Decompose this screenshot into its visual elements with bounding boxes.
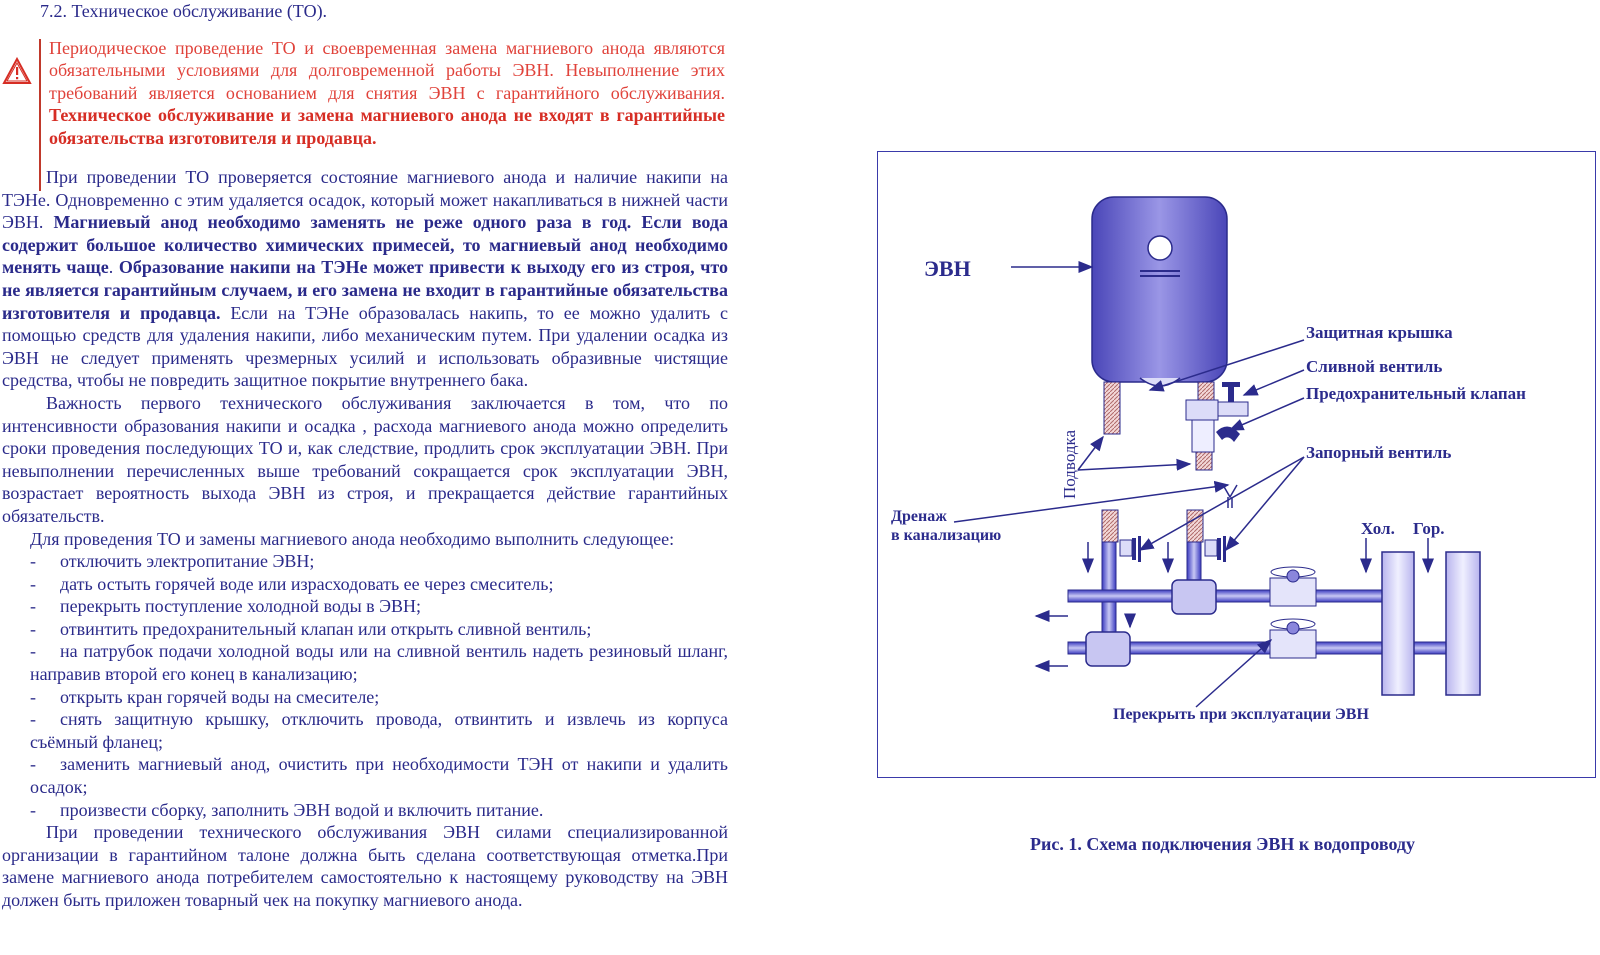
supply-hatch-left	[1101, 509, 1119, 543]
list-item: -снять защитную крышку, отключить провод…	[2, 708, 728, 753]
drain-funnel-neck	[1227, 497, 1233, 508]
step-text: дать остыть горячей воде или израсходова…	[60, 573, 554, 594]
figure-caption: Рис. 1. Схема подключения ЭВН к водопров…	[1030, 834, 1416, 854]
dash: -	[30, 641, 36, 662]
shutoff-valve-right	[1204, 536, 1226, 562]
hot-outlet-nozzle	[1197, 381, 1215, 403]
label-cold: Хол.	[1361, 519, 1395, 538]
dash: -	[30, 551, 36, 572]
text-column: 7.2. Техническое обслуживание (ТО). Пери…	[2, 0, 728, 910]
label-hot: Гор.	[1413, 519, 1445, 538]
paragraph-4: При проведении технического обслуживания…	[2, 822, 728, 910]
section-title: 7.2. Техническое обслуживание (ТО).	[40, 1, 328, 21]
leader-drainage	[953, 480, 1230, 523]
list-item: - перекрыть поступление холодной воды в Э…	[2, 595, 728, 618]
dash: -	[30, 799, 36, 820]
tee-cold	[1085, 631, 1131, 667]
warning-block: Периодическое проведение ТО и своевремен…	[2, 37, 726, 191]
dash: -	[30, 686, 36, 707]
list-item: - отключить электропитание ЭВН;	[2, 550, 728, 573]
label-drainage-1: Дренаж	[891, 508, 947, 525]
list-item: -заменить магниевый анод, очистить при н…	[2, 753, 728, 798]
step-text: произвести сборку, заполнить ЭВН водой и…	[60, 799, 544, 820]
warning-triangle-icon	[2, 56, 32, 84]
dash: -	[30, 754, 36, 775]
shutoff-valve-left	[1119, 536, 1141, 562]
dash: -	[30, 618, 36, 639]
label-supply: Подводка	[1060, 429, 1079, 499]
dash: -	[30, 596, 36, 617]
p1-text-2: .	[108, 257, 114, 278]
connection-diagram: ЭВН Защитная крышка Сливной вентиль Пред…	[877, 151, 1596, 778]
label-close-note: Перекрыть при эксплуатации ЭВН	[1113, 706, 1369, 723]
step-text: отключить электропитание ЭВН;	[60, 551, 315, 572]
hot-riser	[1445, 551, 1481, 696]
list-item: - дать остыть горячей воде или израсходов…	[2, 573, 728, 596]
label-shutoff: Запорный вентиль	[1306, 443, 1451, 462]
water-heater-tank	[1091, 196, 1228, 387]
paragraph-1: При проведении ТО проверяется состояние …	[2, 166, 728, 392]
tee-hot	[1171, 579, 1217, 615]
step-text: перекрыть поступление холодной воды в ЭВ…	[60, 596, 422, 617]
step-text: снять защитную крышку, отключить провода…	[30, 709, 728, 752]
leader-shutoff-2	[1225, 456, 1305, 552]
p1-text-3: Если на ТЭНе образовалась накипь, то ее …	[2, 302, 728, 391]
warning-bold: Техническое обслуживание и замена магние…	[49, 105, 725, 148]
hot-horizontal-pipe	[1067, 589, 1389, 603]
label-cover: Защитная крышка	[1306, 323, 1453, 342]
step-text: отвинтить предохранительный клапан или о…	[60, 618, 592, 639]
body-text: При проведении ТО проверяется состояние …	[2, 166, 728, 912]
leader-drain-valve	[1242, 369, 1305, 396]
leader-shutoff-1	[1138, 456, 1305, 551]
paragraph-2: Важность первого технического обслуживан…	[2, 392, 728, 526]
leader-cover	[1148, 339, 1305, 392]
step-text: на патрубок подачи холодной воды или на …	[30, 641, 728, 685]
p1-bold-2: Образование накипи на ТЭНе может привест…	[2, 257, 729, 323]
list-item: - отвинтить предохранительный клапан или …	[2, 618, 728, 641]
step-text: заменить магниевый анод, очистить при не…	[30, 754, 728, 798]
steps-list: - отключить электропитание ЭВН; - дать ост…	[2, 550, 728, 821]
main-valve-cold	[1269, 618, 1317, 659]
p1-bold-1: Магниевый анод необходимо заменять не ре…	[2, 212, 729, 278]
step-text: открыть кран горячей воды на смесителе;	[60, 686, 380, 707]
cold-riser	[1381, 551, 1415, 696]
label-evn: ЭВН	[924, 256, 971, 281]
leader-supply-1	[1077, 435, 1104, 471]
leader-supply-2	[1077, 458, 1192, 471]
dash: -	[30, 709, 36, 730]
p1-text-1: При проведении ТО проверяется состояние …	[2, 167, 728, 233]
cold-inlet-nozzle	[1103, 381, 1121, 435]
dash: -	[30, 573, 36, 594]
list-item: -на патрубок подачи холодной воды или на…	[2, 640, 728, 685]
label-safety-valve: Предохранительный клапан	[1306, 384, 1526, 403]
label-drain-valve: Сливной вентиль	[1306, 357, 1442, 376]
warning-normal: Периодическое проведение ТО и своевремен…	[49, 37, 725, 103]
leader-safety-valve	[1228, 397, 1305, 431]
warning-bar	[39, 38, 41, 191]
leader-close-1	[1195, 639, 1273, 708]
safety-valve	[1185, 382, 1249, 471]
drain-funnel	[1222, 484, 1238, 499]
label-drainage-2: в канализацию	[891, 527, 1001, 544]
list-item: - открыть кран горячей воды на смесителе;	[2, 686, 728, 709]
list-item: - произвести сборку, заполнить ЭВН водой …	[2, 799, 728, 822]
warning-text: Периодическое проведение ТО и своевремен…	[49, 37, 725, 150]
diagram-svg: ЭВН Защитная крышка Сливной вентиль Пред…	[891, 196, 1526, 723]
main-valve-hot	[1269, 566, 1317, 607]
paragraph-3: Для проведения ТО и замены магниевого ан…	[30, 528, 675, 549]
